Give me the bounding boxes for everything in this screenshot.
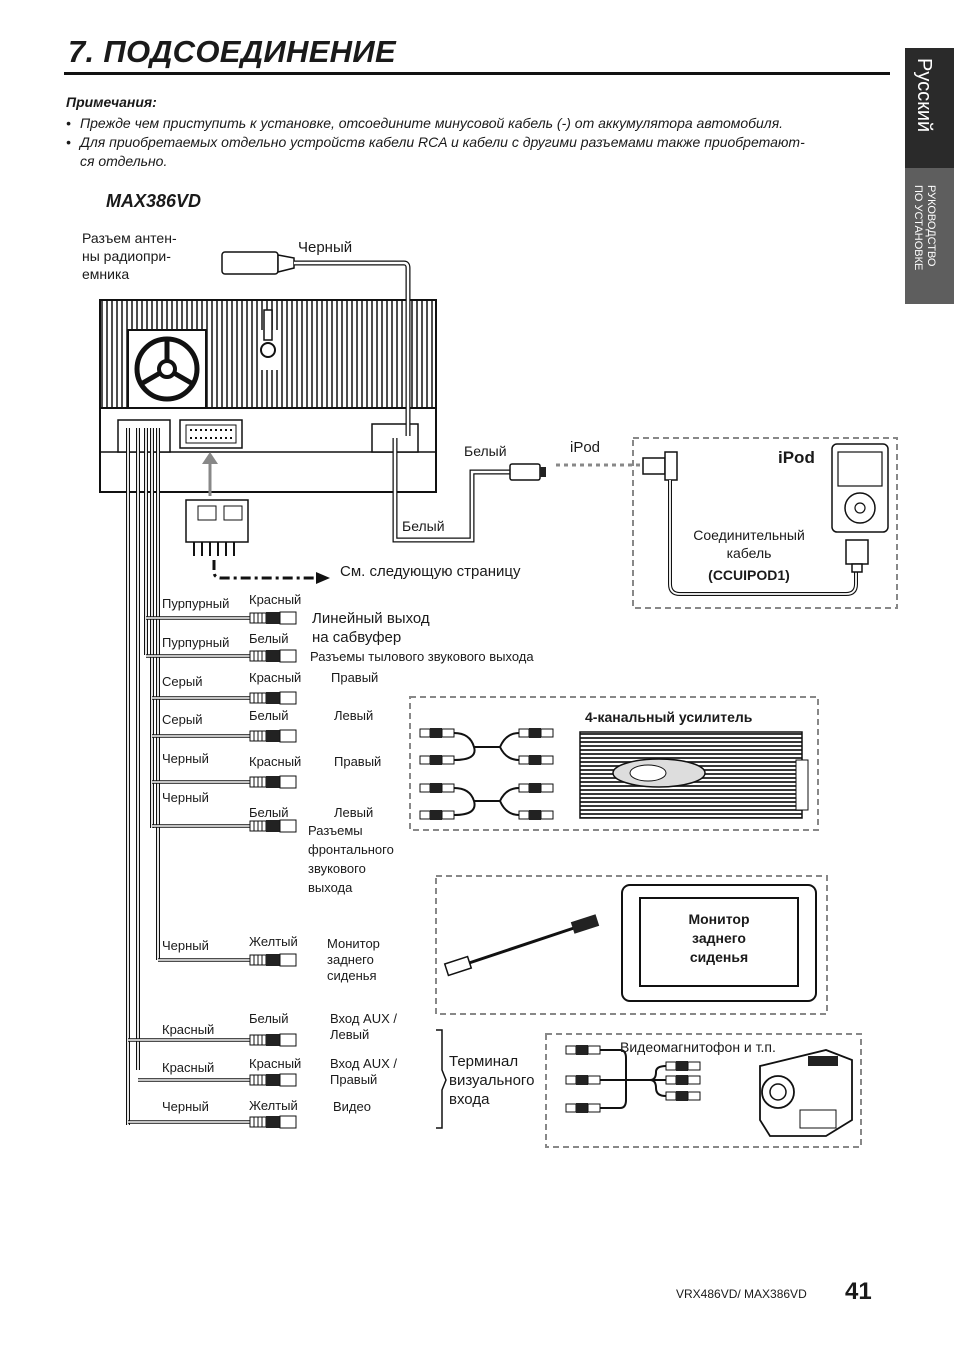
language-label: Русский bbox=[913, 58, 935, 133]
aux-left-label: Вход AUX / Левый bbox=[330, 1011, 397, 1042]
plug-color-1: Красный bbox=[249, 592, 302, 607]
ipod-wire-label-1: Белый bbox=[464, 443, 507, 459]
wire-color-9: Красный bbox=[162, 1060, 215, 1075]
wire-color-3: Серый bbox=[162, 674, 203, 689]
notes-heading: Примечания: bbox=[66, 94, 157, 110]
antenna-label: Разъем антен- ны радиопри- емника bbox=[82, 230, 177, 282]
ipod-cable-model: (CCUIPOD1) bbox=[708, 567, 790, 583]
language-tab bbox=[905, 48, 954, 168]
footer-models: VRX486VD/ MAX386VD bbox=[676, 1287, 807, 1301]
rear-right-label: Правый bbox=[331, 670, 379, 685]
page-number: 41 bbox=[845, 1278, 872, 1305]
power-harness bbox=[185, 452, 330, 584]
ipod-wire-label-2: Белый bbox=[402, 518, 445, 534]
video-label: Видео bbox=[333, 1099, 371, 1114]
antenna-connector bbox=[221, 251, 411, 436]
plug-color-4: Белый bbox=[249, 708, 289, 723]
plug-color-10: Желтый bbox=[249, 1098, 298, 1113]
plug-color-2: Белый bbox=[249, 631, 289, 646]
visual-input-bracket bbox=[436, 1029, 447, 1129]
front-left-label: Левый bbox=[334, 805, 374, 820]
section-label-1: РУКОВОДСТВО bbox=[925, 185, 937, 267]
wire-color-5: Черный bbox=[162, 751, 209, 766]
wire-color-4: Серый bbox=[162, 712, 203, 727]
wire-color-8: Красный bbox=[162, 1022, 215, 1037]
wire-color-1: Пурпурный bbox=[162, 596, 230, 611]
monitor-box bbox=[435, 875, 828, 1015]
amplifier-label: 4-канальный усилитель bbox=[585, 709, 753, 725]
front-outputs-label: Разъемы фронтального звукового выхода bbox=[308, 823, 394, 895]
wire-color-7: Черный bbox=[162, 938, 209, 953]
plug-color-3: Красный bbox=[249, 670, 302, 685]
ipod-box bbox=[632, 437, 898, 609]
page-title: 7. ПОДСОЕДИНЕНИЕ bbox=[68, 34, 396, 69]
note-1: •Прежде чем приступить к установке, отсо… bbox=[66, 115, 784, 131]
ipod-plug-label: iPod bbox=[570, 439, 601, 456]
note-2: •Для приобретаемых отдельно устройств ка… bbox=[66, 134, 805, 150]
trunk-cables bbox=[126, 428, 160, 1125]
plug-color-7: Желтый bbox=[249, 934, 298, 949]
rca-plugs bbox=[249, 611, 297, 1129]
plug-color-9: Красный bbox=[249, 1056, 302, 1071]
plug-color-5: Красный bbox=[249, 754, 302, 769]
visual-input-label: Терминал визуального входа bbox=[449, 1053, 535, 1108]
amplifier-box bbox=[409, 696, 819, 831]
wire-color-10: Черный bbox=[162, 1099, 209, 1114]
rear-monitor-label: Монитор заднего сиденья bbox=[327, 936, 380, 983]
wire-branches bbox=[128, 616, 250, 1124]
vcr-label: Видеомагнитофон и т.п. bbox=[620, 1039, 776, 1055]
vcr-box bbox=[545, 1033, 862, 1148]
trunk-cables-inner bbox=[127, 428, 159, 1125]
model-heading: MAX386VD bbox=[106, 191, 202, 211]
ipod-title: iPod bbox=[778, 448, 815, 467]
front-right-label: Правый bbox=[334, 754, 382, 769]
title-rule bbox=[64, 72, 890, 75]
rear-outputs-label: Разъемы тылового звукового выхода bbox=[310, 649, 534, 664]
plug-color-8: Белый bbox=[249, 1011, 289, 1026]
wire-color-6: Черный bbox=[162, 790, 209, 805]
note-2-continuation: ся отдельно. bbox=[80, 153, 168, 169]
antenna-wire-label: Черный bbox=[298, 239, 353, 256]
section-label-2: ПО УСТАНОВКЕ bbox=[912, 185, 924, 271]
rear-left-label: Левый bbox=[334, 708, 374, 723]
next-page-label: См. следующую страницу bbox=[340, 563, 521, 580]
wire-color-2: Пурпурный bbox=[162, 635, 230, 650]
ipod-cable bbox=[392, 438, 640, 543]
ipod-cable-label: Соединительный кабель bbox=[693, 527, 805, 561]
monitor-label: Монитор заднего сиденья bbox=[688, 911, 750, 965]
subwoofer-output-label: Линейный выход на сабвуфер bbox=[312, 610, 430, 646]
wire-branches-inner bbox=[128, 617, 250, 1123]
plug-color-6: Белый bbox=[249, 805, 289, 820]
aux-right-label: Вход AUX / Правый bbox=[330, 1056, 397, 1087]
